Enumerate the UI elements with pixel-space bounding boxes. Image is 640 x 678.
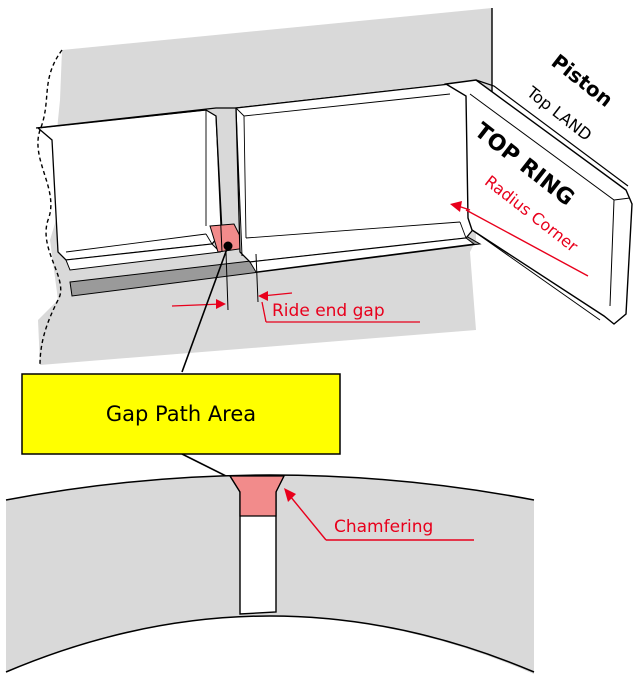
- gap-dim-arrowhead-left: [216, 299, 226, 309]
- chamfering-label: Chamfering: [334, 517, 433, 537]
- gap-path-area-box: [21, 373, 341, 455]
- gap-leader-dot-top: [223, 241, 233, 251]
- chamfer-edge-right: [275, 475, 285, 493]
- radius-corner-arrowhead: [450, 201, 462, 212]
- gap-dim-arrowhead-right: [258, 291, 268, 301]
- right-ring-bevel: [235, 93, 467, 239]
- chamfering-leader: [289, 495, 327, 541]
- ring-end-lower-bevel: [471, 229, 601, 321]
- piston-broken-edge: [37, 49, 63, 366]
- gap-edge-left: [215, 115, 223, 253]
- ring-end-face-inner: [469, 93, 631, 307]
- ring-inner-arc: [5, 615, 535, 673]
- radius-corner-underline: [465, 209, 589, 277]
- right-ring-lower-band: [249, 237, 476, 273]
- gap-dim-ext-left: [225, 251, 229, 311]
- top-land-face: [475, 79, 629, 187]
- piston-ring-3d-view: [35, 8, 633, 366]
- callout-leader-top: [181, 245, 229, 373]
- chamfering-arrowhead: [284, 488, 296, 502]
- gap-edge-right: [235, 107, 243, 257]
- left-ring-segment: [36, 109, 223, 261]
- ride-end-gap-leader: [261, 301, 267, 323]
- chamfer-edge-left: [229, 475, 241, 493]
- ride-end-gap-label: Ride end gap: [272, 301, 385, 321]
- ring-cross-section: [5, 474, 535, 674]
- gap-dim-arrow-left: [171, 303, 223, 307]
- right-ring-segment: [235, 83, 477, 263]
- ring-outer-arc: [5, 474, 535, 501]
- ring-end-face: [443, 79, 633, 325]
- gap-path-area-label: Gap Path Area: [106, 402, 256, 426]
- left-ring-bevel: [37, 109, 213, 253]
- gap-dim-ext-right: [255, 253, 259, 303]
